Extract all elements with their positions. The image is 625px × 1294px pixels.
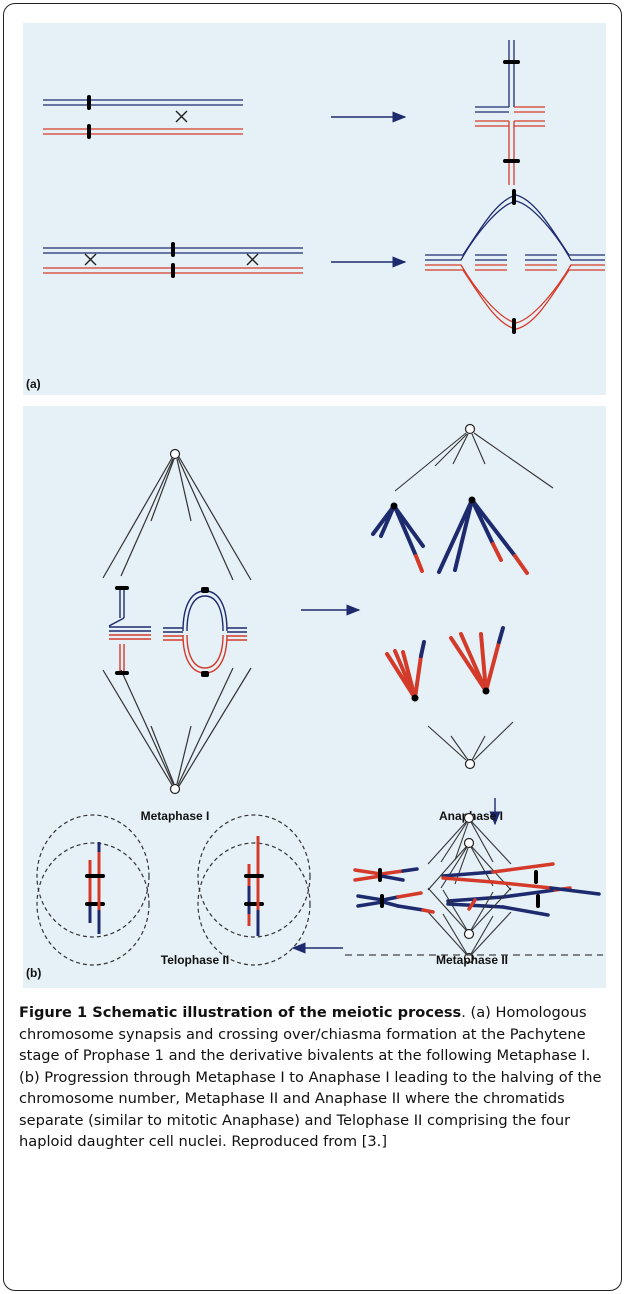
maternal-chromosome — [43, 99, 243, 106]
anaphase-1-diagram — [371, 423, 554, 770]
centromere — [503, 60, 520, 64]
caption-title: Figure 1 Schematic illustration of the m… — [19, 1004, 462, 1021]
rod-bivalent — [108, 586, 151, 675]
centromere — [512, 318, 516, 334]
stage-label-metaphase-2: Metaphase II — [435, 953, 509, 967]
spindle-pole — [169, 448, 181, 460]
panel-b-diagram — [36, 423, 603, 966]
ring-shaped-bivalent — [425, 189, 605, 334]
spindle-pole — [464, 423, 476, 435]
panel-b-label: (b) — [26, 966, 42, 980]
lower-chromosome-group — [385, 626, 505, 702]
crossover-mark — [175, 110, 188, 123]
spindle-fibres — [394, 432, 554, 761]
stage-label-metaphase-1: Metaphase I — [140, 809, 210, 823]
daughter-nucleus — [197, 814, 311, 938]
metaphase-1-diagram — [102, 448, 252, 795]
bivalent-single-crossover — [43, 95, 243, 139]
spindle-fibres — [102, 456, 252, 787]
daughter-nucleus — [36, 814, 150, 938]
caption-body: . (a) Homologous chromosome synapsis and… — [19, 1004, 602, 1150]
centromere — [171, 242, 175, 257]
crossover-mark — [246, 253, 259, 266]
centromere — [87, 124, 91, 139]
centromere — [503, 159, 520, 163]
bivalent-double-crossover — [43, 242, 303, 278]
panel-b-lower-overlay: Telophase II Metaphase II (b) — [23, 806, 606, 988]
upper-chromosome-group — [371, 496, 529, 575]
figure-caption: Figure 1 Schematic illustration of the m… — [19, 1002, 609, 1153]
stage-label-telophase-2: Telophase II — [160, 953, 230, 967]
centromere — [171, 263, 175, 278]
spindle-pole — [463, 837, 475, 849]
cross-shaped-bivalent — [475, 40, 545, 185]
paternal-chromosome — [43, 128, 243, 135]
panel-b-lower-diagram — [36, 812, 601, 940]
crossover-mark — [84, 253, 97, 266]
centromere — [87, 95, 91, 110]
spindle-pole — [169, 783, 181, 795]
spindle-pole — [464, 758, 476, 770]
metaphase-2-lower-diagram — [353, 812, 601, 940]
spindle-pole — [463, 952, 475, 964]
ring-bivalent — [163, 587, 247, 677]
panel-a: (a) — [23, 23, 606, 395]
panel-a-diagram — [43, 40, 605, 334]
centromere — [512, 189, 516, 205]
panel-a-label: (a) — [26, 377, 41, 391]
